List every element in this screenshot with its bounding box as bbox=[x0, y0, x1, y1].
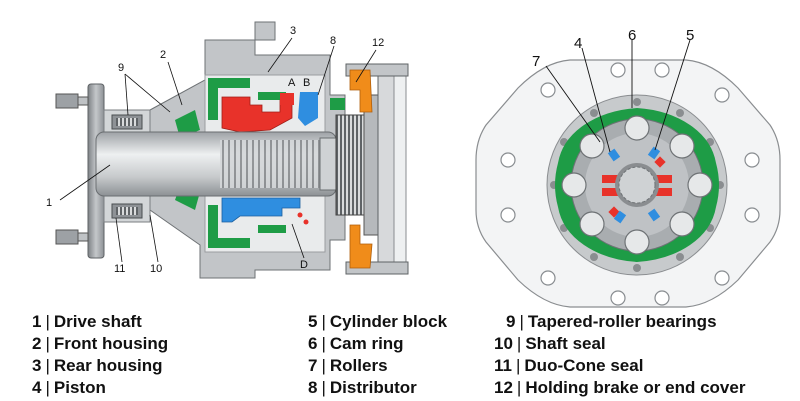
end-cover bbox=[377, 67, 395, 269]
legend-item-11: 11|Duo-Cone seal bbox=[494, 356, 644, 375]
green-seal-lower bbox=[208, 205, 250, 248]
legend-item-12: 12|Holding brake or end cover bbox=[494, 378, 746, 397]
port-dot-red-2 bbox=[303, 219, 309, 225]
legend-item-5: 5|Cylinder block bbox=[308, 312, 448, 331]
callout-11: 11 bbox=[114, 263, 125, 275]
callout-10: 10 bbox=[150, 263, 162, 275]
legend-item-2: 2|Front housing bbox=[32, 334, 169, 353]
callout-5: 5 bbox=[686, 27, 694, 44]
legend-item-3: 3|Rear housing bbox=[32, 356, 163, 375]
brake-plate bbox=[363, 94, 379, 236]
callout-9: 9 bbox=[118, 62, 124, 74]
callout-B: B bbox=[303, 77, 310, 89]
legend: 1|Drive shaft 2|Front housing 3|Rear hou… bbox=[0, 310, 800, 401]
green-seal-mid bbox=[258, 92, 286, 100]
bolt-holes bbox=[500, 62, 760, 306]
callout-7: 7 bbox=[532, 53, 540, 70]
callout-4: 4 bbox=[574, 35, 582, 52]
green-seal-upper bbox=[208, 78, 250, 120]
end-cover-edge bbox=[393, 67, 407, 269]
distributor-blue bbox=[221, 197, 301, 223]
distributor-blue-upper bbox=[298, 92, 318, 126]
callout-2: 2 bbox=[160, 49, 166, 61]
legend-item-4: 4|Piston bbox=[32, 378, 106, 397]
callout-8: 8 bbox=[330, 35, 336, 47]
piston-red-2 bbox=[280, 93, 294, 105]
center-spline bbox=[618, 166, 656, 204]
legend-item-8: 8|Distributor bbox=[308, 378, 417, 397]
callout-6: 6 bbox=[628, 27, 636, 44]
rollers bbox=[561, 115, 713, 255]
brake-piston-orange-top bbox=[349, 69, 373, 113]
section-leaders bbox=[59, 37, 377, 263]
green-seal-right bbox=[330, 98, 345, 110]
legend-item-6: 6|Cam ring bbox=[308, 334, 404, 353]
legend-item-9: 9|Tapered-roller bearings bbox=[506, 312, 717, 331]
bearing-lower bbox=[111, 203, 143, 219]
legend-item-7: 7|Rollers bbox=[308, 356, 388, 375]
stud-lower bbox=[55, 229, 89, 245]
callout-12: 12 bbox=[372, 37, 384, 49]
callout-D: D bbox=[300, 259, 308, 271]
green-seal-mid-2 bbox=[258, 225, 286, 233]
pistons-blue bbox=[607, 146, 661, 224]
rear-housing-shape bbox=[254, 21, 276, 41]
callout-1: 1 bbox=[46, 197, 52, 209]
callout-A: A bbox=[288, 77, 296, 89]
end-view: 7 4 6 5 bbox=[475, 27, 781, 308]
green-seal-front bbox=[175, 110, 200, 138]
legend-item-1: 1|Drive shaft bbox=[32, 312, 142, 331]
end-view-leaders bbox=[545, 39, 691, 153]
brake-discs bbox=[335, 114, 365, 216]
section-view: 1 2 3 8 12 9 10 11 D A B bbox=[46, 21, 409, 279]
port-dot-red bbox=[297, 212, 303, 218]
stud-upper bbox=[55, 93, 89, 109]
callout-3: 3 bbox=[290, 25, 296, 37]
brake-piston-orange-bottom bbox=[349, 224, 373, 269]
legend-item-10: 10|Shaft seal bbox=[494, 334, 606, 353]
shaft-spline bbox=[220, 140, 330, 188]
bearing-upper bbox=[111, 114, 143, 130]
